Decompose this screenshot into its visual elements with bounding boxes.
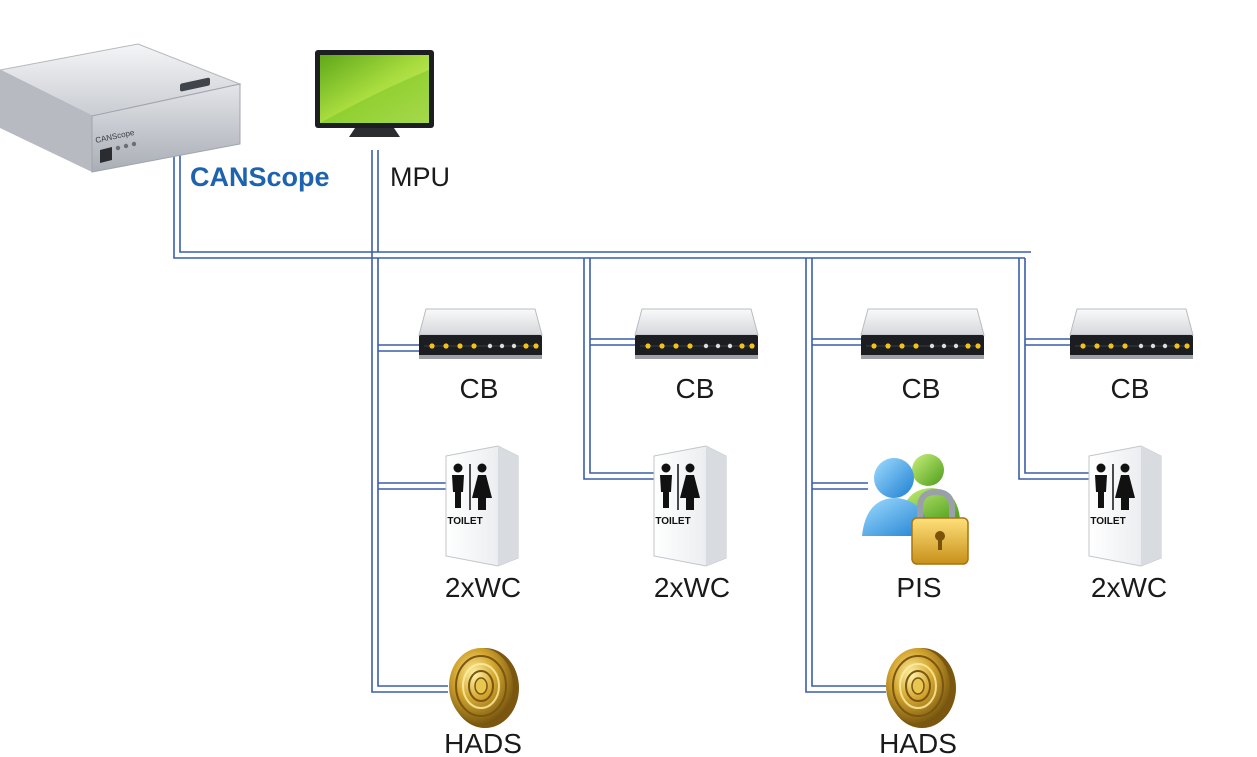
bus-trunk-inner (179, 152, 1031, 253)
canscope-analyzer-icon: CANScope (0, 43, 242, 173)
branch-1-cb-stub (378, 344, 420, 352)
branch-2 (583, 258, 656, 480)
wc-label-2: 2xWC (654, 572, 730, 603)
branch-4-inner (1024, 258, 1091, 474)
users-lock-icon (862, 454, 969, 565)
branch-3-pis-stub (812, 482, 868, 490)
mpu-label: MPU (390, 162, 450, 192)
toilet-sign-text: TOILET (655, 516, 690, 527)
branch-1 (371, 258, 448, 693)
branch-2-inner (589, 258, 656, 474)
monitor-icon (315, 50, 434, 137)
branch-4-cb-stub (1025, 338, 1071, 346)
bus-lines (173, 150, 1091, 693)
toilet-sign-text: TOILET (1090, 516, 1125, 527)
network-switch-icon (860, 308, 985, 360)
cb-label-3: CB (902, 373, 941, 404)
wc-node-2: TOILET (653, 445, 727, 567)
branch-1-wc-stub (378, 482, 448, 490)
wc-label-1: 2xWC (445, 572, 521, 603)
branch-4 (1018, 258, 1091, 480)
network-switch-icon (418, 308, 543, 360)
branch-3-cb-stub (812, 338, 862, 346)
brass-sensor-icon (448, 647, 520, 729)
wc-node-1: TOILET (445, 445, 519, 567)
toilet-sign-icon (653, 445, 727, 567)
toilet-sign-icon (1088, 445, 1162, 567)
cb-label-1: CB (460, 373, 499, 404)
cb-label-2: CB (676, 373, 715, 404)
bus-trunk (173, 152, 1025, 259)
wc-node-4: TOILET (1088, 445, 1162, 567)
cb-label-4: CB (1111, 373, 1150, 404)
branch-1-inner (377, 258, 448, 687)
network-switch-icon (1069, 308, 1194, 360)
branch-2-cb-stub (590, 338, 636, 346)
hads-label-3: HADS (879, 728, 957, 757)
branch-3-inner (811, 258, 886, 687)
pis-label: PIS (896, 572, 941, 603)
canscope-label: CANScope (190, 162, 330, 192)
brass-sensor-icon (885, 647, 957, 729)
network-switch-icon (634, 308, 759, 360)
branch-3 (805, 258, 886, 693)
toilet-sign-icon (445, 445, 519, 567)
toilet-sign-text: TOILET (447, 516, 482, 527)
wc-label-4: 2xWC (1091, 572, 1167, 603)
hads-label-1: HADS (444, 728, 522, 757)
